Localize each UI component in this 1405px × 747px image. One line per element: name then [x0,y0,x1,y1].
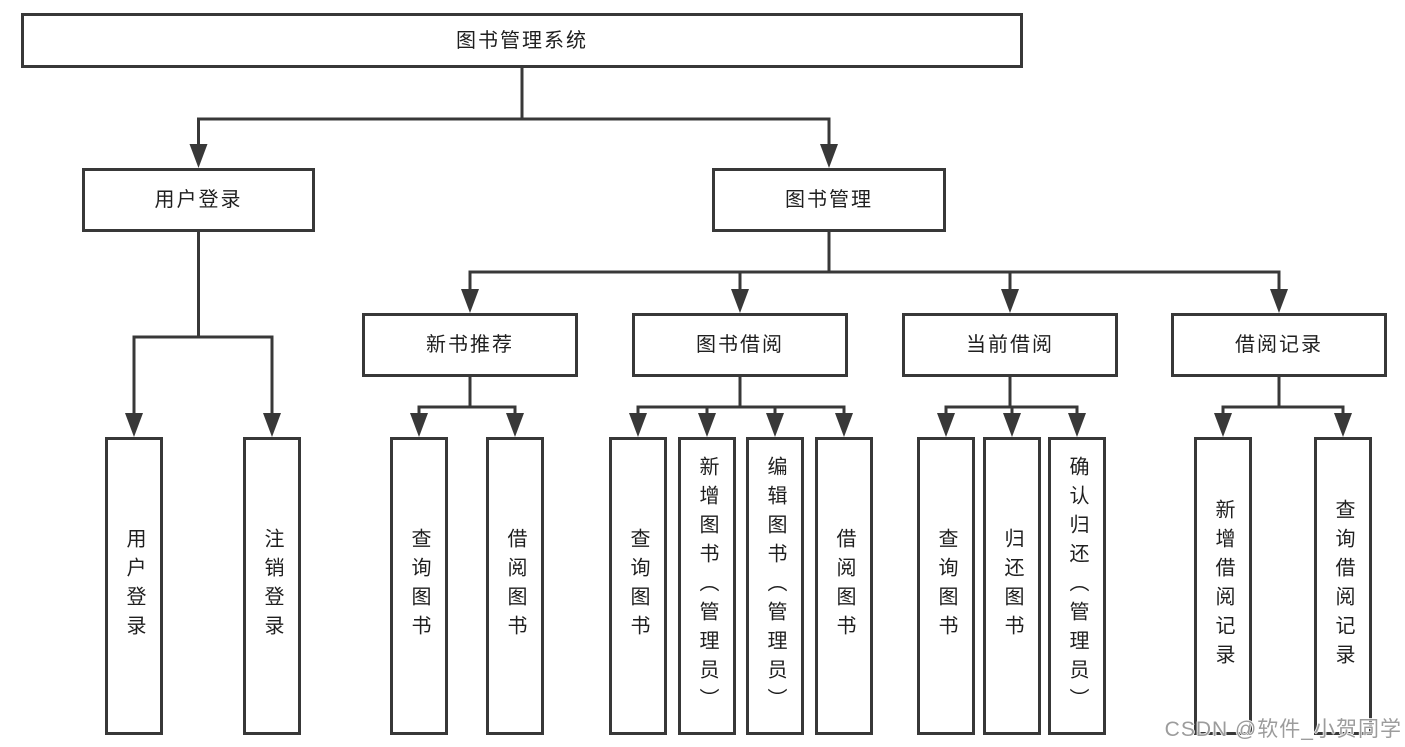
node-user-login-label: 用户登录 [154,189,243,211]
node-leaf-query-books-borrowing: 查询图书 [609,437,667,735]
csdn-watermark: CSDN @软件_小贺同学 [1164,718,1402,741]
node-leaf-user-login-label: 用户登录 [123,528,145,644]
node-new-book-recommend-label: 新书推荐 [426,334,514,356]
node-leaf-confirm-return-admin: 确认归还（管理员） [1048,437,1106,735]
node-leaf-user-login: 用户登录 [105,437,163,735]
node-leaf-borrow-books-borrowing-label: 借阅图书 [833,528,855,644]
node-leaf-query-books-recommend-label: 查询图书 [408,528,430,644]
node-leaf-add-books-admin: 新增图书（管理员） [678,437,736,735]
node-root-label: 图书管理系统 [456,29,588,52]
node-leaf-logout: 注销登录 [243,437,301,735]
node-leaf-query-books-current-label: 查询图书 [935,528,957,644]
node-book-borrowing-label: 图书借阅 [696,334,784,356]
node-leaf-edit-books-admin-label: 编辑图书（管理员） [764,455,786,717]
node-leaf-confirm-return-admin-label: 确认归还（管理员） [1066,455,1088,717]
arrowheads [125,144,1352,437]
node-leaf-query-borrow-record: 查询借阅记录 [1314,437,1372,735]
node-leaf-query-borrow-record-label: 查询借阅记录 [1332,499,1354,673]
node-leaf-logout-label: 注销登录 [261,528,283,644]
node-leaf-return-books-label: 归还图书 [1001,528,1023,644]
node-book-management-label: 图书管理 [785,189,873,211]
node-leaf-query-books-recommend: 查询图书 [390,437,448,735]
node-leaf-borrow-books-recommend-label: 借阅图书 [504,528,526,644]
node-leaf-add-borrow-record-label: 新增借阅记录 [1212,499,1234,673]
node-book-borrowing: 图书借阅 [632,313,848,377]
node-leaf-query-books-borrowing-label: 查询图书 [627,528,649,644]
node-current-borrowing-label: 当前借阅 [966,334,1054,356]
node-user-login: 用户登录 [82,168,315,232]
node-leaf-borrow-books-recommend: 借阅图书 [486,437,544,735]
node-borrow-records-label: 借阅记录 [1235,334,1323,356]
node-leaf-query-books-current: 查询图书 [917,437,975,735]
node-book-management: 图书管理 [712,168,946,232]
node-leaf-return-books: 归还图书 [983,437,1041,735]
node-root: 图书管理系统 [21,13,1023,68]
node-leaf-add-borrow-record: 新增借阅记录 [1194,437,1252,735]
node-leaf-add-books-admin-label: 新增图书（管理员） [696,455,718,717]
node-current-borrowing: 当前借阅 [902,313,1118,377]
node-borrow-records: 借阅记录 [1171,313,1387,377]
node-leaf-edit-books-admin: 编辑图书（管理员） [746,437,804,735]
node-new-book-recommend: 新书推荐 [362,313,578,377]
node-leaf-borrow-books-borrowing: 借阅图书 [815,437,873,735]
